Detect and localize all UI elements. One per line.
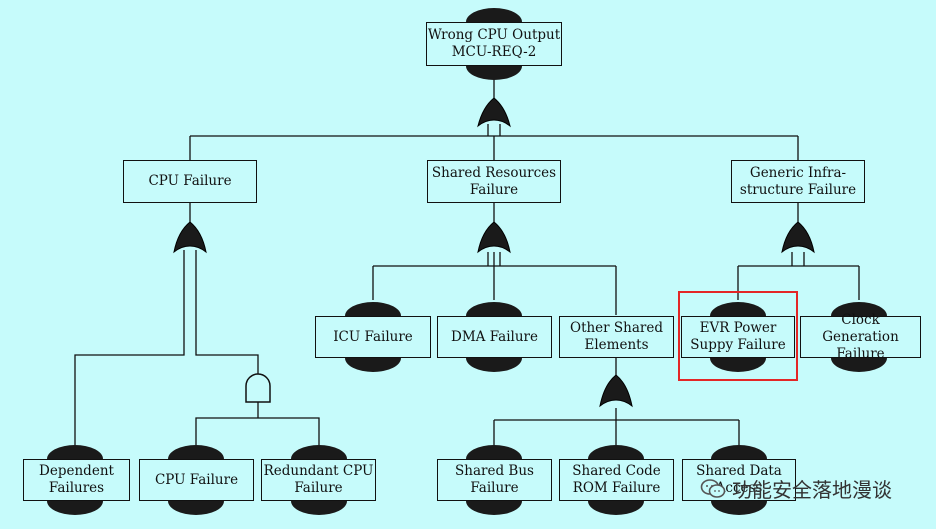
event-base-data [711, 501, 767, 515]
event-base-cpu-basic [168, 501, 224, 515]
event-dome-clock [831, 302, 887, 316]
node-shared-bus-failure: Shared Bus Failure [437, 459, 552, 501]
event-dome-data [711, 445, 767, 459]
or-gate-generic [781, 221, 815, 254]
event-dome-redundant [291, 445, 347, 459]
connector-generic-out [737, 252, 860, 300]
connector-other-out [493, 408, 740, 445]
connector-and-out [195, 402, 320, 445]
event-dome-dma [466, 302, 522, 316]
node-other-shared-elements: Other Shared Elements [559, 316, 674, 358]
event-base-redundant [291, 501, 347, 515]
watermark-text: 功能安全落地漫谈 [732, 478, 892, 502]
event-dome-dependent [47, 445, 103, 459]
or-gate-shared [477, 221, 511, 254]
or-gate-other [599, 374, 633, 408]
event-base-rom [588, 501, 644, 515]
node-shared-code-rom-failure: Shared Code ROM Failure [559, 459, 674, 501]
node-dependent-failures: Dependent Failures [23, 459, 130, 501]
node-shared-resources: Shared Resources Failure [427, 160, 561, 203]
node-generic-infrastructure: Generic Infra- structure Failure [731, 160, 865, 203]
event-base-dependent [47, 501, 103, 515]
connector-cpu-gate-out [74, 250, 259, 445]
event-base-icu [345, 358, 401, 372]
node-cpu-failure-group: CPU Failure [123, 160, 257, 203]
watermark: 功能安全落地漫谈 [700, 474, 892, 503]
node-dma-failure: DMA Failure [437, 316, 552, 358]
event-base-top [466, 66, 522, 80]
and-gate-cpu [245, 373, 271, 403]
connector-level1-bus [189, 124, 799, 160]
node-shared-data-access: Shared Data Access [682, 459, 796, 501]
chat-bubble-icon [700, 478, 726, 498]
node-redundant-cpu-failure: Redundant CPU Failure [261, 459, 376, 501]
node-evr-power-failure: EVR Power Suppy Failure [681, 316, 795, 358]
event-dome-icu [345, 302, 401, 316]
connector-shared-out [372, 252, 617, 315]
or-gate-cpu [173, 221, 207, 254]
event-dome-bus [466, 445, 522, 459]
or-gate-top [477, 97, 511, 128]
node-icu-failure: ICU Failure [315, 316, 431, 358]
node-clock-generation-failure: Clock Generation Failure [800, 312, 921, 362]
event-dome-evr [710, 302, 766, 316]
node-wrong-cpu-output: Wrong CPU Output MCU-REQ-2 [426, 22, 562, 66]
event-dome-rom [588, 445, 644, 459]
event-dome-cpu-basic [168, 445, 224, 459]
highlight-frame [678, 291, 798, 381]
event-base-evr [710, 358, 766, 372]
node-cpu-failure-basic: CPU Failure [139, 459, 254, 501]
event-base-dma [466, 358, 522, 372]
event-dome-top [466, 8, 522, 22]
event-base-clock [831, 358, 887, 372]
event-base-bus [466, 501, 522, 515]
